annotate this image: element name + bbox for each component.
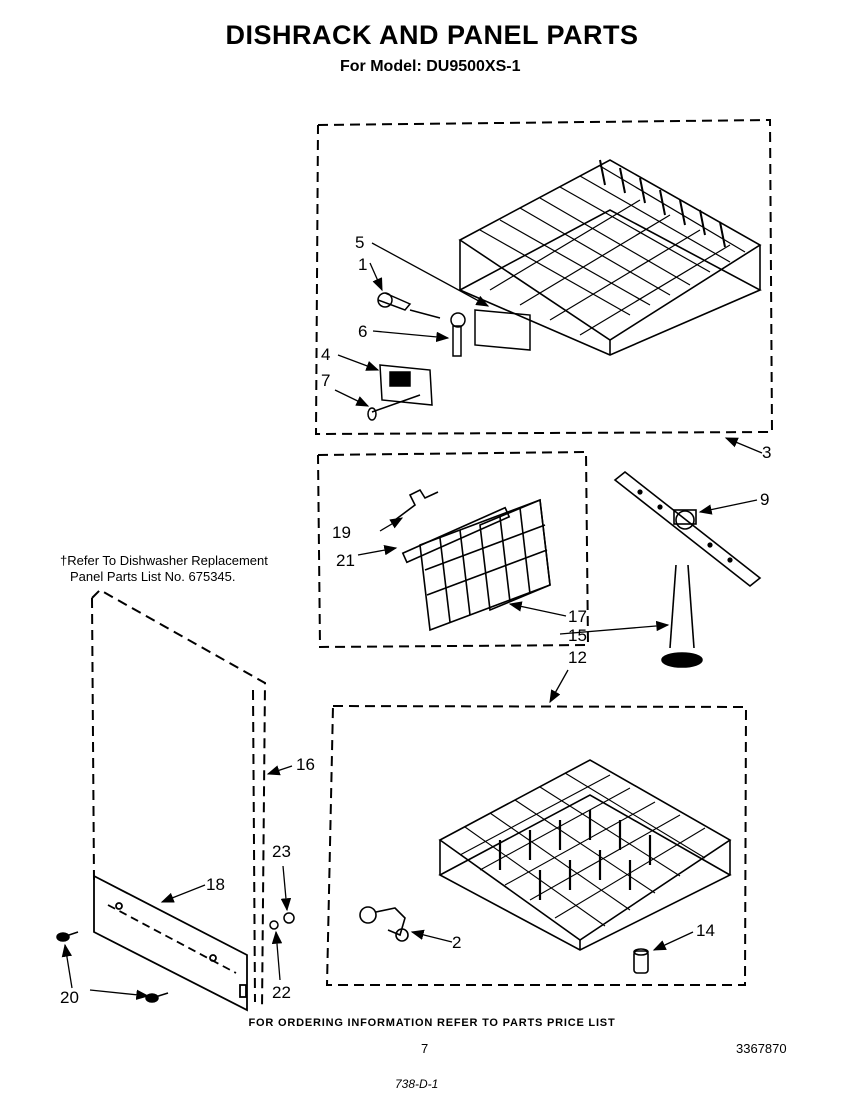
upper-dishrack [458,159,762,356]
callout-18: 18 [206,875,225,894]
spray-tube [661,564,703,668]
callout-12: 12 [568,648,587,667]
document-number: 3367870 [736,1041,787,1056]
callout-9: 9 [760,490,769,509]
rack-roller [359,906,409,942]
callout-20: 20 [60,988,79,1007]
callout-1: 1 [358,255,367,274]
ordering-information-footer: FOR ORDERING INFORMATION REFER TO PARTS … [248,1017,616,1029]
callout-21: 21 [336,551,355,570]
callout-15: 15 [568,626,587,645]
callout-5: 5 [355,233,364,252]
handwritten-stamp: 738-D-1 [395,1077,439,1091]
callout-2: 2 [452,933,461,952]
callout-17: 17 [568,607,587,626]
rack-stud [633,948,649,974]
door-panel-outline [91,588,267,1011]
callout-numbers: 5 1 6 4 7 3 9 19 21 17 15 12 16 23 18 2 … [60,233,771,1007]
spray-arm [613,470,762,588]
callout-16: 16 [296,755,315,774]
callout-19: 19 [332,523,351,542]
callout-6: 6 [358,322,367,341]
rack-adjuster-parts [367,292,531,421]
callout-7: 7 [321,371,330,390]
lower-dishrack [438,759,732,951]
model-subtitle: For Model: DU9500XS-1 [340,58,521,75]
page-title: DISHRACK AND PANEL PARTS [225,20,639,50]
callout-4: 4 [321,345,330,364]
trim-panel [93,874,248,1012]
replacement-note-line1: †Refer To Dishwasher Replacement [60,553,268,568]
callout-23: 23 [272,842,291,861]
silverware-basket [394,488,551,632]
page-number: 7 [421,1041,429,1056]
callout-14: 14 [696,921,715,940]
silverware-group-box [317,450,590,649]
callout-3: 3 [762,443,771,462]
callout-22: 22 [272,983,291,1002]
screws [56,912,295,1003]
lower-rack-group-box [325,705,748,986]
replacement-note-line2: Panel Parts List No. 675345. [70,569,236,584]
leader-lines [61,242,763,1000]
